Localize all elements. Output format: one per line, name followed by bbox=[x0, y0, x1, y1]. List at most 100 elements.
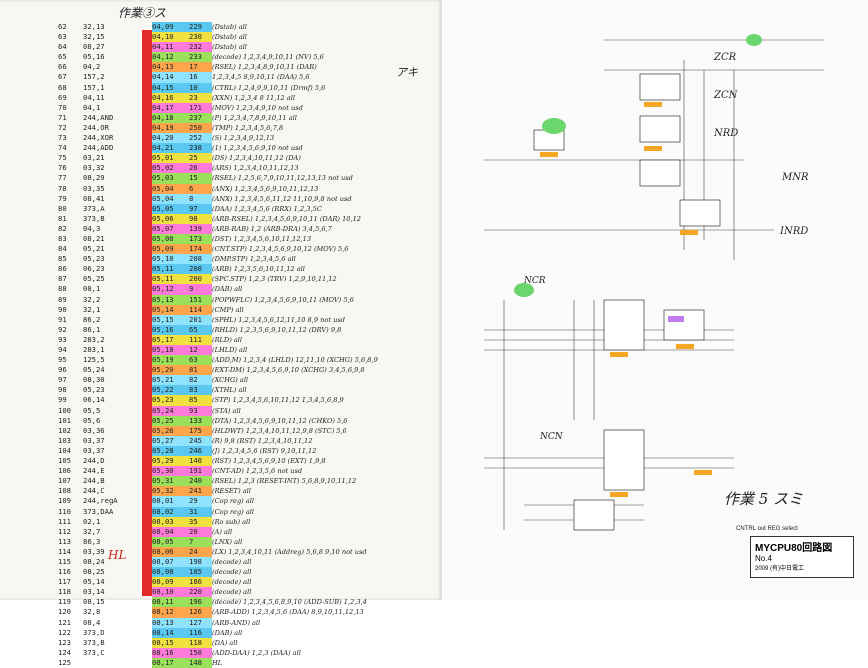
cell-no: 68 bbox=[58, 82, 67, 92]
cell-n: 17 bbox=[189, 62, 212, 73]
cell-code: 05,07 bbox=[152, 223, 189, 234]
cell-code: 05,19 bbox=[152, 355, 189, 366]
cell-code: 05,25 bbox=[152, 415, 189, 426]
cell-no: 87 bbox=[58, 274, 67, 284]
cell-no: 121 bbox=[58, 617, 71, 627]
cell-no: 109 bbox=[58, 496, 71, 506]
cell-code: 08,06 bbox=[152, 546, 189, 557]
cell-no: 97 bbox=[58, 375, 67, 385]
cell-label: 03,36 bbox=[83, 425, 105, 435]
cell-no: 124 bbox=[58, 647, 71, 657]
cell-label: 373,DAA bbox=[83, 506, 114, 516]
cell-n: 20 bbox=[189, 526, 212, 537]
cell-no: 105 bbox=[58, 456, 71, 466]
cell-no: 117 bbox=[58, 577, 71, 587]
cell-code: 08,13 bbox=[152, 617, 189, 628]
cell-note: HL bbox=[212, 658, 223, 667]
cell-code: 05,04 bbox=[152, 193, 189, 204]
cell-label: 08,15 bbox=[83, 597, 105, 607]
cell-label: 32,8 bbox=[83, 607, 101, 617]
cell-note: (ADD,M) 1,2,3,4 (LHLD) 12,11,10 (XCHG) 5… bbox=[212, 356, 378, 365]
cell-label: 244,E bbox=[83, 466, 105, 476]
cell-code: 04,18 bbox=[152, 112, 189, 123]
cell-label: 32,7 bbox=[83, 526, 101, 536]
cell-no: 71 bbox=[58, 112, 67, 122]
cell-n: 26 bbox=[189, 163, 212, 174]
footer-note: CNTRL out REG select bbox=[736, 526, 798, 532]
cell-label: 08,27 bbox=[83, 42, 105, 52]
cell-code: 04,17 bbox=[152, 102, 189, 113]
cell-no: 106 bbox=[58, 466, 71, 476]
cell-no: 112 bbox=[58, 526, 71, 536]
cell-note: (DST) 1,2,3,4,5,6,10,11,12,13 bbox=[212, 234, 312, 243]
cell-label: 373,A bbox=[83, 203, 105, 213]
cell-note: (decode) all bbox=[212, 557, 252, 566]
cell-label: 05,24 bbox=[83, 365, 105, 375]
cell-note: (XXN) 1,2,3,4 8 11,12 all bbox=[212, 93, 295, 102]
cell-no: 83 bbox=[58, 233, 67, 243]
cell-n: 6 bbox=[189, 183, 212, 194]
company-name: 2009 (有)中日電工 bbox=[755, 566, 805, 572]
cell-no: 94 bbox=[58, 345, 67, 354]
cell-no: 77 bbox=[58, 173, 67, 183]
cell-note: (RSEL) 1,2,3 (RESET-INT) 5,6,8,9,10,11,1… bbox=[212, 477, 357, 486]
cell-label: 373,C bbox=[83, 647, 105, 657]
cell-code: 05,11 bbox=[152, 264, 189, 275]
cell-note: (decode) all bbox=[212, 588, 252, 597]
cell-code: 05,29 bbox=[152, 456, 189, 467]
cell-label: 04,3 bbox=[83, 223, 101, 233]
net-label-inrd: INRD bbox=[780, 226, 809, 237]
cell-no: 125 bbox=[58, 657, 71, 667]
cell-n: 151 bbox=[189, 294, 212, 305]
cell-no: 102 bbox=[58, 425, 71, 435]
cell-n: 111 bbox=[189, 334, 212, 345]
cell-code: 08,07 bbox=[152, 556, 189, 568]
cell-n: 198 bbox=[189, 556, 212, 568]
cell-no: 62 bbox=[58, 22, 67, 31]
cell-n: 201 bbox=[189, 314, 212, 325]
cell-n: 175 bbox=[189, 425, 212, 436]
cell-no: 80 bbox=[58, 203, 67, 213]
cell-n: 83 bbox=[189, 385, 212, 396]
cell-n: 29 bbox=[189, 496, 212, 507]
cell-code: 04,14 bbox=[152, 72, 189, 83]
cell-no: 119 bbox=[58, 597, 71, 607]
cell-label: 32,1 bbox=[83, 304, 101, 314]
cell-n: 65 bbox=[189, 324, 212, 335]
cell-label: 244,D bbox=[83, 456, 105, 466]
cell-no: 88 bbox=[58, 284, 67, 294]
cell-no: 66 bbox=[58, 62, 67, 72]
cell-no: 99 bbox=[58, 395, 67, 405]
cell-n: 7 bbox=[189, 536, 212, 547]
cell-n: 233 bbox=[189, 52, 212, 63]
cell-no: 86 bbox=[58, 264, 67, 274]
cell-label: 86,1 bbox=[83, 324, 101, 334]
cell-no: 108 bbox=[58, 486, 71, 496]
cell-no: 73 bbox=[58, 133, 67, 143]
cell-note: 1,2,3,4,5 8,9,10,11 (DAA) 5,6 bbox=[212, 73, 310, 82]
cell-no: 115 bbox=[58, 556, 71, 566]
cell-no: 111 bbox=[58, 516, 71, 526]
